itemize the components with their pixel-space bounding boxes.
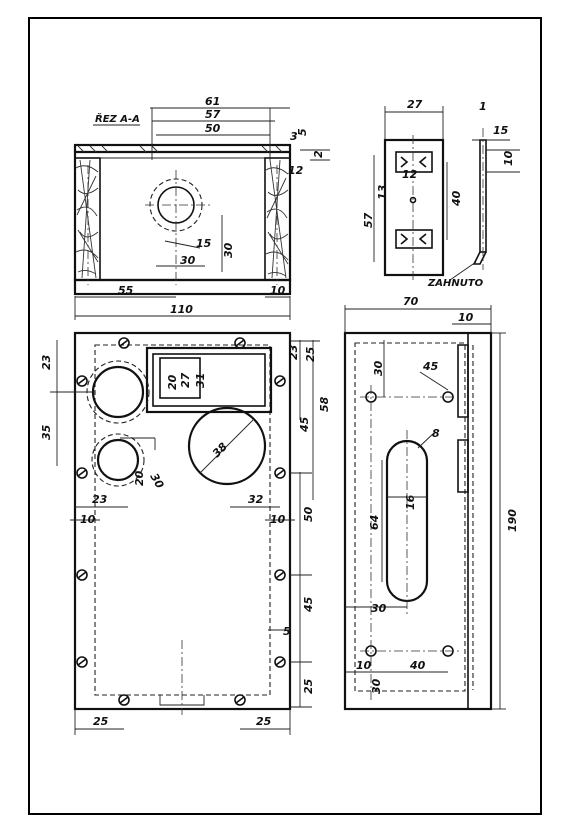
dim-30-h: 30	[180, 254, 196, 267]
front-hole-large	[187, 406, 267, 486]
side-dim-16: 16	[404, 494, 417, 510]
front-hole-mid	[96, 438, 140, 482]
side-dim-30-top: 30	[372, 360, 385, 376]
screw-icons	[76, 337, 286, 706]
section-a-a-view: ŘEZ A-A 61 57	[73, 95, 330, 320]
bracket-note: ZAHNUTO	[427, 278, 484, 289]
front-dim-45-bottom: 45	[302, 596, 315, 613]
bracket-view: 27 12 57 13 40 1 15 10 ZAHNUTO	[362, 98, 520, 289]
side-dim-64: 64	[368, 515, 381, 530]
front-dim-27: 27	[179, 372, 192, 388]
side-body	[343, 331, 493, 711]
dim-3: 3	[290, 130, 298, 143]
bracket-dim-1: 1	[479, 100, 487, 113]
side-dim-10-bottom: 10	[356, 659, 372, 672]
dim-30-v: 30	[222, 242, 235, 258]
dim-110: 110	[170, 303, 193, 316]
bracket-dim-57: 57	[362, 212, 375, 228]
front-dim-20-hole: 20	[133, 470, 146, 486]
bracket-dim-27: 27	[407, 98, 423, 111]
front-dim-25-right: 25	[304, 346, 317, 362]
dim-61: 61	[205, 95, 220, 108]
front-dim-31: 31	[194, 373, 207, 388]
bracket-dim-40: 40	[450, 190, 463, 207]
dim-10: 10	[270, 284, 286, 297]
dim-2: 2	[312, 150, 325, 158]
front-dim-25-rightb: 25	[256, 715, 272, 728]
front-hole-top	[91, 365, 145, 419]
front-dim-20: 20	[166, 374, 179, 390]
bracket-dim-12: 12	[402, 168, 418, 181]
front-dim-30-hole: 30	[147, 471, 166, 491]
front-dim-35: 35	[40, 424, 53, 440]
side-view: 70 10 30 45 8 16 64 30 190 10 40 30	[343, 295, 519, 711]
section-title: ŘEZ A-A	[95, 111, 140, 125]
front-dim-58: 58	[318, 396, 331, 412]
bracket-dim-15: 15	[493, 124, 509, 137]
side-dim-40: 40	[409, 659, 426, 672]
side-dim-10-top: 10	[458, 311, 474, 324]
front-dim-5: 5	[283, 625, 291, 638]
bracket-dim-10: 10	[502, 150, 515, 166]
front-dim-25-bottom: 25	[302, 678, 315, 694]
bracket-dim-13: 13	[376, 184, 389, 200]
side-dim-190: 190	[506, 509, 519, 532]
side-dim-30-corner: 30	[370, 678, 383, 694]
front-body	[73, 331, 292, 711]
side-dim-70: 70	[403, 295, 419, 308]
dim-55: 55	[118, 284, 134, 297]
left-wall	[74, 157, 101, 281]
side-dim-8: 8	[432, 427, 440, 440]
front-dim-25-left: 25	[93, 715, 109, 728]
dim-12: 12	[288, 164, 304, 177]
front-dim-38: 38	[210, 440, 230, 460]
dim-57: 57	[205, 108, 221, 121]
right-wall	[264, 157, 291, 281]
front-dim-10-left: 10	[80, 513, 96, 526]
dim-5: 5	[296, 128, 309, 136]
front-dim-10-right: 10	[270, 513, 286, 526]
front-dim-23-right: 23	[287, 344, 300, 360]
front-view: 23 35 20 27 31 23 25 58 45 38 20 30 23 3…	[40, 331, 331, 735]
front-dim-23-bottom: 23	[92, 493, 108, 506]
front-dim-32: 32	[248, 493, 264, 506]
front-dim-50: 50	[302, 506, 315, 522]
wood-hatch-left	[75, 159, 99, 279]
bracket-plate	[383, 138, 445, 277]
dim-15: 15	[196, 237, 212, 250]
front-dim-45-top: 45	[298, 416, 311, 433]
side-dim-30-bottom: 30	[371, 602, 387, 615]
dim-50: 50	[205, 122, 221, 135]
front-dim-23: 23	[40, 354, 53, 370]
section-base-plate	[73, 278, 292, 296]
side-dim-45: 45	[422, 360, 439, 373]
